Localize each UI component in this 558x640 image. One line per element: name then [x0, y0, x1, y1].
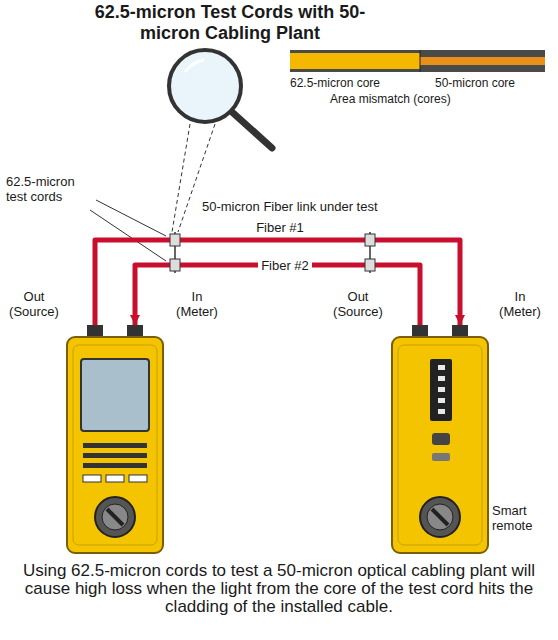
- button: [432, 453, 450, 461]
- part-label: Area mismatch (cores): [330, 92, 480, 106]
- tester-bezel: [73, 345, 157, 545]
- led: [438, 376, 445, 381]
- button-row: [83, 443, 147, 448]
- dial-knob: [102, 504, 128, 530]
- tester-drawing: [390, 325, 490, 555]
- part-label: 62.5-micron core: [290, 76, 410, 90]
- led: [438, 398, 445, 403]
- fiber-cord: [135, 265, 420, 325]
- led-panel: [430, 359, 452, 421]
- button: [83, 475, 101, 482]
- dial-grip: [432, 509, 448, 525]
- button-row: [83, 463, 147, 468]
- diagram-title: 62.5-micron Test Cords with 50-micron Ca…: [85, 2, 375, 44]
- magnifier-lens: [169, 50, 241, 122]
- unit-label: Smart remote: [492, 503, 548, 533]
- fiber-joint: [420, 50, 421, 72]
- button-row: [83, 453, 147, 458]
- dial-knob: [427, 504, 453, 530]
- fiber-core-50: [420, 57, 545, 65]
- port-label: Out (Source): [328, 289, 388, 319]
- button: [432, 433, 450, 445]
- tester-drawing: [65, 325, 165, 555]
- button: [106, 475, 124, 482]
- zoom-line: [172, 124, 190, 232]
- fiber-coupler: [170, 259, 180, 271]
- zoom-line: [178, 124, 215, 232]
- rotary-dial: [95, 497, 135, 537]
- couplers: [170, 232, 375, 273]
- leader-line: [96, 200, 166, 236]
- port-label: In (Meter): [169, 289, 225, 319]
- led: [438, 409, 445, 414]
- led: [438, 365, 445, 370]
- part-label: 50-micron core: [435, 76, 545, 90]
- fiber-coupler: [365, 259, 375, 271]
- tester-unit: Out (Source)In (Meter)Smart remote: [390, 325, 490, 555]
- part-label: 62.5-micron test cords: [6, 174, 96, 204]
- fiber-coupler: [170, 234, 180, 246]
- rotary-dial: [420, 497, 460, 537]
- fiber-label: Fiber #1: [253, 220, 307, 235]
- tester-screen: [81, 359, 149, 431]
- port-label: In (Meter): [492, 289, 548, 319]
- fiber-label: Fiber #2: [258, 258, 312, 273]
- led: [438, 387, 445, 392]
- fiber-coupler: [365, 234, 375, 246]
- figure-caption: Using 62.5-micron cords to test a 50-mic…: [9, 562, 549, 616]
- lens-glint: [185, 60, 204, 72]
- button: [129, 475, 147, 482]
- fiber-cord: [95, 240, 460, 325]
- fiber-core-62: [290, 53, 420, 69]
- magnifier-handle: [232, 112, 272, 148]
- fiber-cladding: [290, 50, 545, 72]
- part-label: 50-micron Fiber link under test: [202, 199, 412, 214]
- tester-bezel: [398, 345, 482, 545]
- port-label: Out (Source): [5, 289, 63, 319]
- tester-body: [67, 337, 163, 553]
- tester-unit: Out (Source)In (Meter): [65, 325, 165, 555]
- dial-grip: [107, 509, 123, 525]
- leader-line: [90, 210, 166, 261]
- tester-body: [392, 337, 488, 553]
